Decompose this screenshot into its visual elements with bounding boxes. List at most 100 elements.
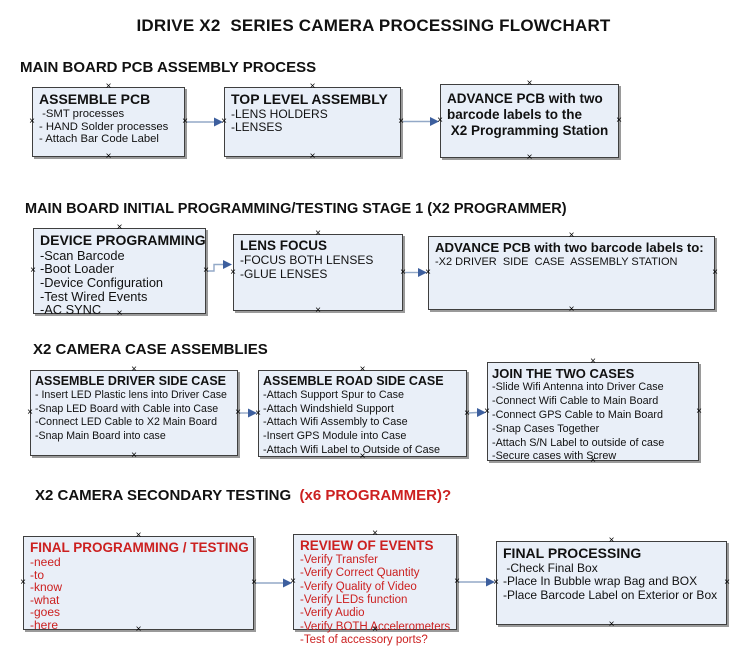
section-heading-case-assemblies: X2 CAMERA CASE ASSEMBLIES <box>33 341 268 358</box>
connector-handle: × <box>309 151 316 162</box>
section-heading-secondary-testing-text: X2 CAMERA SECONDARY TESTING <box>35 487 292 504</box>
flow-box-review-of-events: ×××× REVIEW OF EVENTS -Verify Transfer-V… <box>290 529 460 646</box>
box-title: TOP LEVEL ASSEMBLY <box>231 91 388 107</box>
box-item: -Device Configuration <box>40 274 164 290</box>
box-title: ASSEMBLE PCB <box>39 91 151 107</box>
box-title: FINAL PROGRAMMING / TESTING <box>30 540 249 555</box>
box-title: LENS FOCUS <box>240 238 328 253</box>
connector-handle: × <box>221 116 227 127</box>
box-item: -Test of accessory ports? <box>300 633 428 646</box>
connector-handle: × <box>251 577 257 588</box>
section-heading-secondary-testing: X2 CAMERA SECONDARY TESTING (x6 PROGRAMM… <box>35 487 451 504</box>
connector-handle: × <box>568 304 575 315</box>
flow-arrow-4 <box>404 268 427 277</box>
connector-handle: × <box>290 576 296 587</box>
box-item: -Secure cases with Screw <box>492 450 617 463</box>
box-item: -LENS HOLDERS <box>231 106 328 121</box>
connector-handle: × <box>105 151 112 162</box>
box-items: -Slide Wifi Antenna into Driver Case-Con… <box>492 381 692 464</box>
page-title: IDRIVE X2 SERIES CAMERA PROCESSING FLOWC… <box>136 16 611 35</box>
box-item: -Place Barcode Label on Exterior or Box <box>503 588 718 603</box>
flow-box-join-the-two-cases: ×××× JOIN THE TWO CASES -Slide Wifi Ante… <box>484 357 702 466</box>
box-item: -Attach S/N Label to outside of case <box>492 436 665 449</box>
connector-handle: × <box>437 115 443 126</box>
connector-handle: × <box>182 116 188 127</box>
connector-handle: × <box>230 266 236 278</box>
box-item: -LENSES <box>231 120 283 135</box>
box-item: -Place In Bubble wrap Bag and BOX <box>503 574 698 589</box>
connector-handle: × <box>724 577 730 588</box>
connector-handle: × <box>526 78 533 89</box>
flow-box-top-level-assembly: ×××× TOP LEVEL ASSEMBLY -LENS HOLDERS-LE… <box>221 82 404 162</box>
box-item: -AC SYNC <box>40 302 102 318</box>
connector-handle: × <box>30 265 36 276</box>
connector-handle: × <box>203 265 209 276</box>
box-item: - Attach Bar Code Label <box>39 133 159 146</box>
connector-handle: × <box>255 407 261 419</box>
box-item: -Scan Barcode <box>40 247 125 263</box>
connector-handle: × <box>712 267 718 278</box>
box-item: -GLUE LENSES <box>240 266 328 281</box>
connector-handle: × <box>235 407 241 418</box>
connector-handle: × <box>484 405 490 417</box>
flow-box-advance-pcb-to-programming-station: × × × × ADVANCE PCB with two barcode labels… <box>437 79 622 163</box>
box-item: -Attach Windshield Support <box>263 402 394 415</box>
box-item: -know <box>30 580 63 595</box>
flow-arrow-7 <box>256 578 292 588</box>
box-title: REVIEW OF EVENTS <box>300 538 434 553</box>
connector-handle: × <box>608 619 615 630</box>
connector-handle: × <box>526 152 533 163</box>
flow-box-final-programming-testing: ×××× FINAL PROGRAMMING / TESTING -need-t… <box>20 531 257 635</box>
box-item: -Boot Loader <box>40 261 114 277</box>
flow-arrow-5 <box>239 408 257 418</box>
section-heading-pcb-assembly: MAIN BOARD PCB ASSEMBLY PROCESS <box>20 59 317 76</box>
box-item: -goes <box>30 605 61 620</box>
connector-handle: × <box>27 407 33 418</box>
connector-handle: × <box>315 305 321 316</box>
connector-handle: × <box>696 405 702 417</box>
flow-arrow-8 <box>459 577 495 587</box>
flow-box-assemble-pcb: ×××× ASSEMBLE PCB -SMT processes- HAND S… <box>29 82 188 162</box>
box-item: -Snap LED Board with Cable into Case <box>35 402 219 415</box>
box-item: -Check Final Box <box>503 560 598 575</box>
connector-handle: × <box>464 407 470 419</box>
flow-box-advance-pcb-to-driver-side-station: ×××× ADVANCE PCB with two barcode labels… <box>425 231 718 315</box>
box-item: -X2 DRIVER SIDE CASE ASSEMBLY STATION <box>435 255 678 268</box>
box-item: -Verify Correct Quantity <box>300 567 420 580</box>
box-item: -Test Wired Events <box>40 288 148 304</box>
box-item: -Attach Support Spur to Case <box>263 388 405 401</box>
box-item: - Insert LED Plastic lens into Driver Ca… <box>35 388 227 401</box>
flow-arrow-6 <box>467 408 486 417</box>
box-title: FINAL PROCESSING <box>503 545 642 561</box>
connector-handle: × <box>20 577 26 588</box>
flow-box-assemble-road-side-case: ×××× ASSEMBLE ROAD SIDE CASE -Attach Sup… <box>255 365 470 462</box>
flow-box-assemble-driver-side-case: ×××× ASSEMBLE DRIVER SIDE CASE - Insert … <box>27 365 241 461</box>
box-item: -to <box>30 567 45 582</box>
box-title: ADVANCE PCB with two barcode labels to t… <box>447 91 609 138</box>
box-item: -Connect Wifi Cable to Main Board <box>492 395 659 408</box>
box-items: -Verify Transfer-Verify Correct Quantity… <box>300 554 450 647</box>
connector-handle: × <box>400 266 406 278</box>
box-title: DEVICE PROGRAMMING <box>40 232 206 248</box>
box-items: - Insert LED Plastic lens into Driver Ca… <box>35 389 231 444</box>
box-item: -what <box>30 592 60 607</box>
box-title: ADVANCE PCB with two barcode labels to: <box>435 240 704 255</box>
box-item: -Attach Wifi Label to Outside of Case <box>263 444 441 456</box>
connector-handle: × <box>131 450 137 461</box>
box-item: -Verify Quality of Video <box>300 580 417 593</box>
box-items: -need-to-know-what-goes-here <box>30 556 247 632</box>
box-item: -Verify LEDs function <box>300 593 408 606</box>
box-item: -here <box>30 617 59 632</box>
connector-handle: × <box>616 115 622 126</box>
box-item: -Insert GPS Module into Case <box>263 430 407 443</box>
box-title: JOIN THE TWO CASES <box>492 366 635 381</box>
flow-box-device-programming: ×××× DEVICE PROGRAMMING -Scan Barcode-Bo… <box>30 223 209 319</box>
box-item: -Connect LED Cable to X2 Main Board <box>35 416 217 429</box>
connector-handle: × <box>454 576 460 587</box>
box-item: -Verify Transfer <box>300 553 378 566</box>
connector-handle: × <box>398 116 404 127</box>
flow-arrow-2 <box>403 117 439 126</box>
connector-handle: × <box>425 267 431 278</box>
box-item: -Snap Cases Together <box>492 422 600 435</box>
box-item: -Connect GPS Cable to Main Board <box>492 408 664 421</box>
